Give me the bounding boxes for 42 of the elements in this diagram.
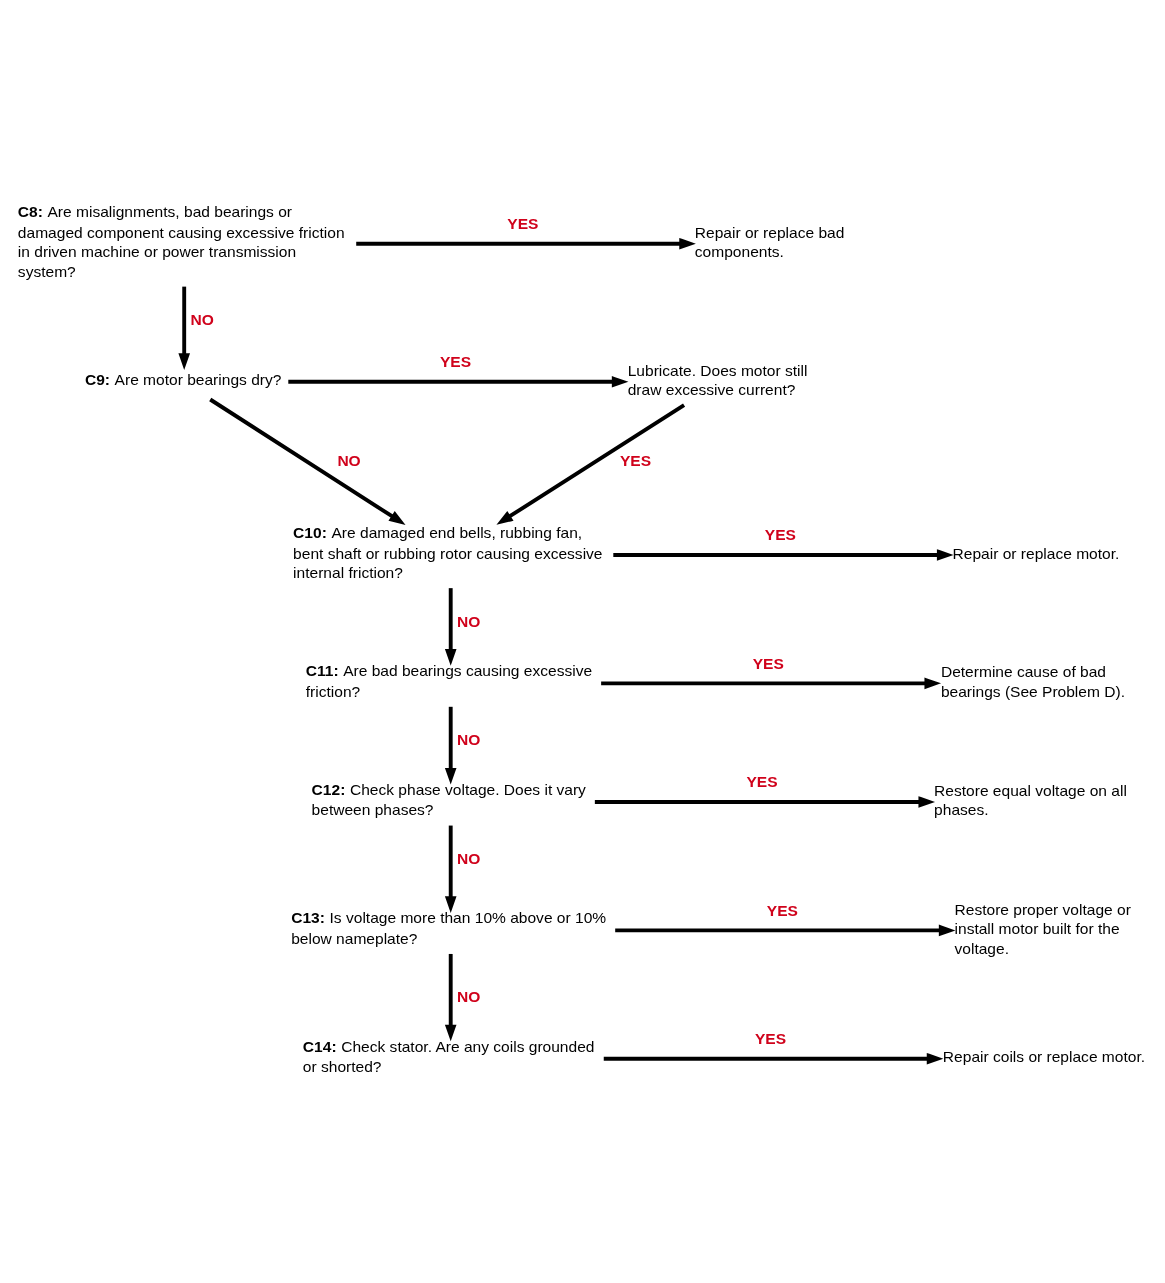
node-text: C9: Are motor bearings dry? (84, 370, 282, 388)
edge-label: NO (337, 452, 361, 470)
node-text: C14: Check stator. Are any coils grounded or shorted? (302, 1037, 595, 1076)
arrow (496, 403, 686, 525)
node-text: C10: Are damaged end bells, rubbing fan, bent shaft or rubbing rotor causing excessive internal friction? (293, 524, 603, 582)
arrow (178, 286, 190, 370)
edge-label: YES (754, 1029, 787, 1047)
arrow (615, 924, 956, 937)
node-text: Restore equal voltage on all phases. (934, 781, 1127, 819)
arrow (209, 397, 406, 525)
arrow (594, 796, 936, 808)
arrow (444, 953, 457, 1042)
arrow (444, 706, 457, 785)
edge-label: YES (619, 452, 652, 470)
node-text: C13: Is voltage more than 10% above or 10% below nameplate? (291, 909, 607, 947)
edge-label: YES (764, 526, 796, 544)
node-text: C8: Are misalignments, bad bearings or damaged component causing excessive friction in driven machine or power transmission system? (17, 203, 345, 280)
node-text: C11: Are bad bearings causing excessive friction? (305, 662, 593, 700)
arrow (288, 376, 629, 388)
edge-label: NO (190, 311, 214, 329)
node-text: C12: Check phase voltage. Does it vary between phases? (311, 780, 586, 819)
arrow (613, 549, 954, 561)
node-text: Restore proper voltage or install motor built for the voltage. (954, 900, 1131, 957)
arrow (356, 237, 696, 250)
edge-label: YES (746, 773, 778, 791)
node-text: Repair coils or replace motor. (942, 1048, 1146, 1066)
node-text: Lubricate. Does motor still draw excessive current? (627, 361, 808, 399)
arrow (444, 825, 457, 913)
node-text: Repair or replace bad components. (694, 223, 845, 261)
edge-label: YES (440, 353, 472, 371)
edge-label: YES (507, 214, 539, 232)
node-text: Determine cause of bad bearings (See Problem D). (940, 663, 1125, 700)
edge-label: YES (766, 901, 798, 919)
arrow (444, 588, 457, 666)
edge-label: YES (752, 654, 784, 672)
edge-label: NO (457, 850, 481, 868)
node-text: Repair or replace motor. (952, 544, 1120, 562)
edge-label: NO (457, 612, 481, 630)
arrow (603, 1052, 944, 1065)
edge-label: NO (457, 731, 481, 749)
edge-label: NO (457, 988, 481, 1006)
arrow (601, 677, 942, 690)
